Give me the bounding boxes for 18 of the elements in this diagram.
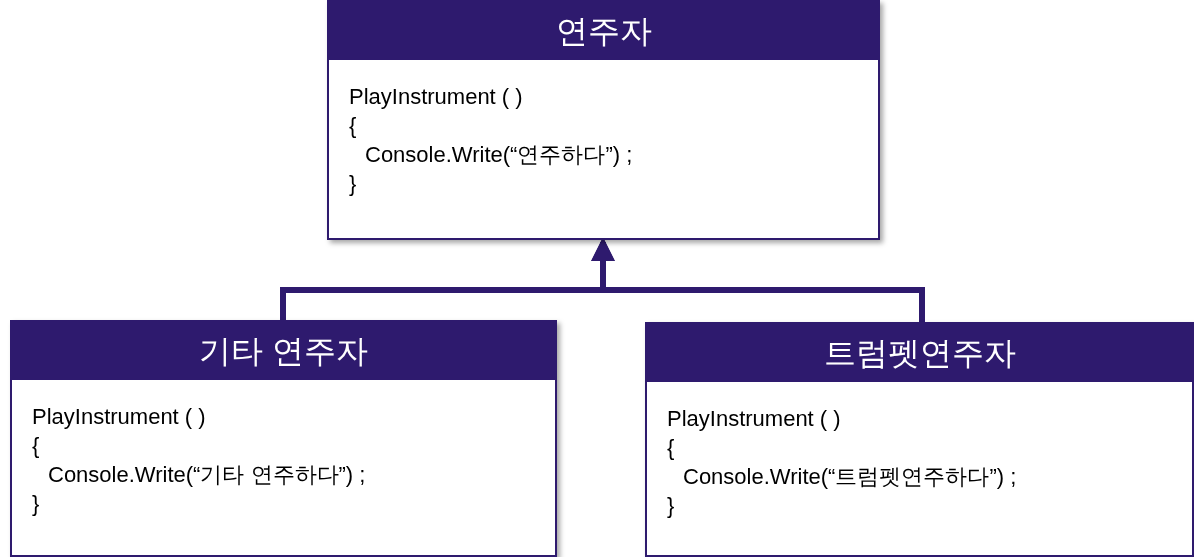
class-name-header: 기타 연주자: [12, 322, 555, 382]
class-box: [327, 0, 880, 240]
code-line: {: [667, 434, 676, 462]
code-line: }: [349, 170, 358, 198]
code-line: Console.Write(“트럼펫연주하다”) ;: [682, 463, 1018, 491]
code-line: {: [349, 112, 358, 140]
code-line: Console.Write(“연주하다”) ;: [364, 141, 634, 169]
class-box: [10, 320, 557, 557]
code-line: Console.Write(“기타 연주하다”) ;: [47, 461, 367, 489]
code-line: }: [32, 490, 41, 518]
class-box: [645, 322, 1194, 557]
code-line: {: [32, 432, 41, 460]
code-line: PlayInstrument ( ): [667, 405, 842, 433]
class-name-header: 트럼펫연주자: [647, 324, 1192, 384]
code-line: PlayInstrument ( ): [349, 83, 524, 111]
class-name-header: 연주자: [329, 2, 878, 62]
code-line: PlayInstrument ( ): [32, 403, 207, 431]
code-line: }: [667, 492, 676, 520]
